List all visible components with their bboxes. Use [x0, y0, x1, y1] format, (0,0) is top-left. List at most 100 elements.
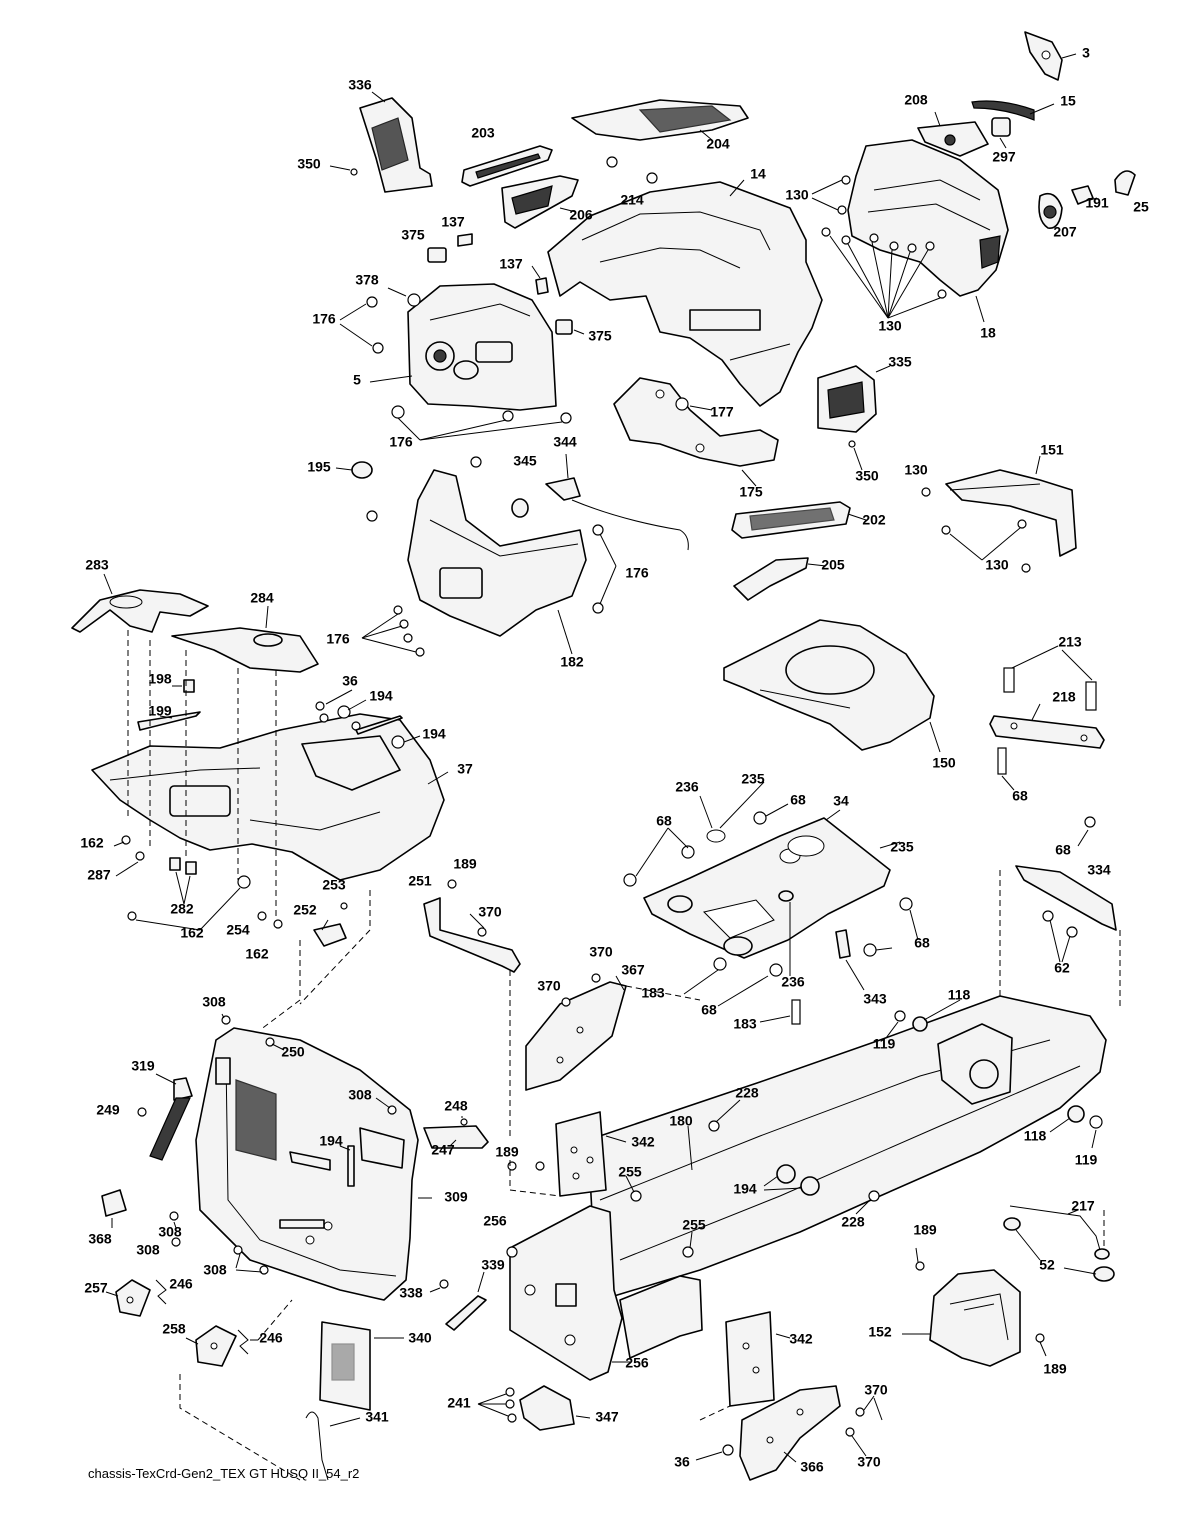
callout-213: 213 [1058, 634, 1082, 650]
callout-254: 254 [226, 922, 250, 938]
callout-15: 15 [1060, 93, 1076, 109]
callout-308: 308 [136, 1242, 160, 1258]
callout-256: 256 [483, 1213, 507, 1229]
bracket-347 [477, 1385, 591, 1431]
latch-258 [179, 1299, 301, 1481]
dash-panel-309 [169, 1013, 432, 1301]
callout-130: 130 [878, 318, 902, 334]
callout-335: 335 [888, 354, 912, 370]
callout-366: 366 [800, 1459, 824, 1475]
callout-175: 175 [739, 484, 763, 500]
callout-344: 344 [553, 434, 577, 450]
callout-36: 36 [342, 673, 358, 689]
callout-308: 308 [158, 1224, 182, 1240]
callout-202: 202 [862, 512, 886, 528]
screws-176-shroud [361, 456, 617, 657]
lever-319 [137, 1073, 193, 1161]
frame-hardware [506, 999, 1103, 1258]
front-grille-18 [847, 139, 1009, 323]
callout-236: 236 [781, 974, 805, 990]
headlight-207 [1038, 192, 1063, 229]
clip-137-b [531, 265, 549, 295]
callout-370: 370 [537, 978, 561, 994]
callout-235: 235 [890, 839, 914, 855]
callout-152: 152 [868, 1324, 892, 1340]
callout-137: 137 [441, 214, 465, 230]
callout-249: 249 [96, 1102, 120, 1118]
callout-235: 235 [741, 771, 765, 787]
callout-309: 309 [444, 1189, 468, 1205]
callout-297: 297 [992, 149, 1016, 165]
callout-183: 183 [641, 985, 665, 1001]
callout-34: 34 [833, 793, 849, 809]
callout-338: 338 [399, 1285, 423, 1301]
callout-68: 68 [701, 1002, 717, 1018]
callout-340: 340 [408, 1330, 432, 1346]
callout-255: 255 [618, 1164, 642, 1180]
callout-52: 52 [1039, 1257, 1055, 1273]
callout-308: 308 [202, 994, 226, 1010]
callout-3: 3 [1082, 45, 1090, 61]
callout-228: 228 [841, 1214, 865, 1230]
callout-68: 68 [914, 935, 930, 951]
main-frame-180 [587, 995, 1107, 1297]
callout-176: 176 [312, 311, 336, 327]
callout-370: 370 [589, 944, 613, 960]
callout-176: 176 [326, 631, 350, 647]
cable-344 [545, 453, 689, 551]
pad-368 [101, 1189, 127, 1228]
callout-137: 137 [499, 256, 523, 272]
callout-342: 342 [631, 1134, 655, 1150]
callout-342: 342 [789, 1331, 813, 1347]
callout-217: 217 [1071, 1198, 1095, 1214]
callout-194: 194 [319, 1133, 343, 1149]
callout-162: 162 [245, 946, 269, 962]
callout-252: 252 [293, 902, 317, 918]
clip-375-b [555, 319, 585, 335]
callout-162: 162 [80, 835, 104, 851]
bracket-218 [989, 645, 1105, 847]
callout-368: 368 [88, 1231, 112, 1247]
callout-68: 68 [1012, 788, 1028, 804]
callout-208: 208 [904, 92, 928, 108]
callout-375: 375 [401, 227, 425, 243]
spring-341 [305, 1411, 361, 1481]
callout-176: 176 [389, 434, 413, 450]
callout-14: 14 [750, 166, 766, 182]
callout-241: 241 [447, 1395, 471, 1411]
callout-162: 162 [180, 925, 204, 941]
callout-68: 68 [656, 813, 672, 829]
callout-287: 287 [87, 867, 111, 883]
callout-194: 194 [369, 688, 393, 704]
cap-25 [1114, 170, 1136, 196]
callout-130: 130 [904, 462, 928, 478]
fender-37 [91, 713, 449, 881]
dash-console-5 [339, 283, 572, 441]
callout-189: 189 [495, 1144, 519, 1160]
callout-247: 247 [431, 1142, 455, 1158]
callout-350: 350 [855, 468, 879, 484]
callout-378: 378 [355, 272, 379, 288]
callout-214: 214 [620, 192, 644, 208]
callout-246: 246 [259, 1330, 283, 1346]
vent-slots [235, 1079, 277, 1161]
vent-335 [817, 365, 891, 471]
bracket-251 [423, 879, 521, 973]
callout-37: 37 [457, 761, 473, 777]
callout-251: 251 [408, 873, 432, 889]
callout-308: 308 [203, 1262, 227, 1278]
callout-339: 339 [481, 1257, 505, 1273]
callout-345: 345 [513, 453, 537, 469]
cap-345 [511, 498, 529, 518]
callout-62: 62 [1054, 960, 1070, 976]
callout-118: 118 [1024, 1128, 1047, 1144]
plate-367 [509, 970, 701, 1140]
panel-283 [71, 573, 209, 633]
trim-strip-15 [971, 100, 1055, 121]
callout-119: 119 [1075, 1152, 1098, 1168]
callout-228: 228 [735, 1085, 759, 1101]
callout-319: 319 [131, 1058, 155, 1074]
callout-375: 375 [588, 328, 612, 344]
nut-177 [675, 397, 713, 411]
